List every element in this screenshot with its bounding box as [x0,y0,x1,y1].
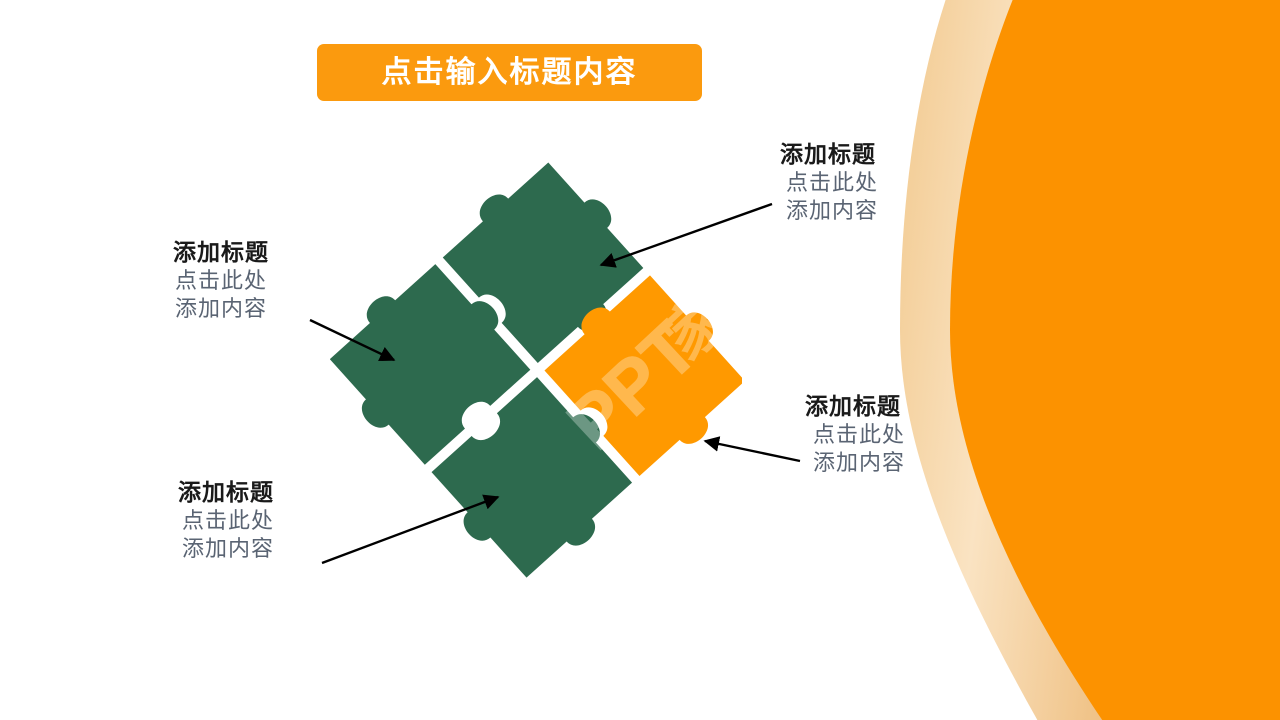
decoration-highlight-band [900,0,1280,720]
callout-bottom-left[interactable]: 添加标题 点击此处 添加内容 [178,478,274,563]
callout-top-right-title: 添加标题 [780,141,876,167]
callout-bottom-left-line-2: 添加内容 [182,535,275,561]
callout-top-right[interactable]: 添加标题 点击此处 添加内容 [780,140,878,225]
callout-bottom-right-title: 添加标题 [805,393,901,419]
callout-left[interactable]: 添加标题 点击此处 添加内容 [173,238,269,323]
puzzle-piece-top[interactable] [330,245,540,474]
callout-top-right-line-1: 点击此处 [786,169,879,195]
callout-left-line-1: 点击此处 [175,267,268,293]
puzzle-graphic [330,162,742,578]
decoration-orange-region [950,0,1280,720]
callout-bottom-right-line-2: 添加内容 [813,449,906,475]
title-banner[interactable]: 点击输入标题内容 [317,44,702,101]
page-title: 点击输入标题内容 [381,55,638,89]
callout-left-line-2: 添加内容 [175,295,268,321]
callout-top-right-line-2: 添加内容 [786,197,879,223]
callout-left-title: 添加标题 [173,239,269,265]
puzzle-piece-right[interactable] [535,256,742,486]
callout-bottom-right[interactable]: 添加标题 点击此处 添加内容 [805,392,905,477]
callout-bottom-right-line-1: 点击此处 [813,421,906,447]
callout-bottom-left-line-1: 点击此处 [182,507,275,533]
callout-bottom-left-title: 添加标题 [178,479,274,505]
